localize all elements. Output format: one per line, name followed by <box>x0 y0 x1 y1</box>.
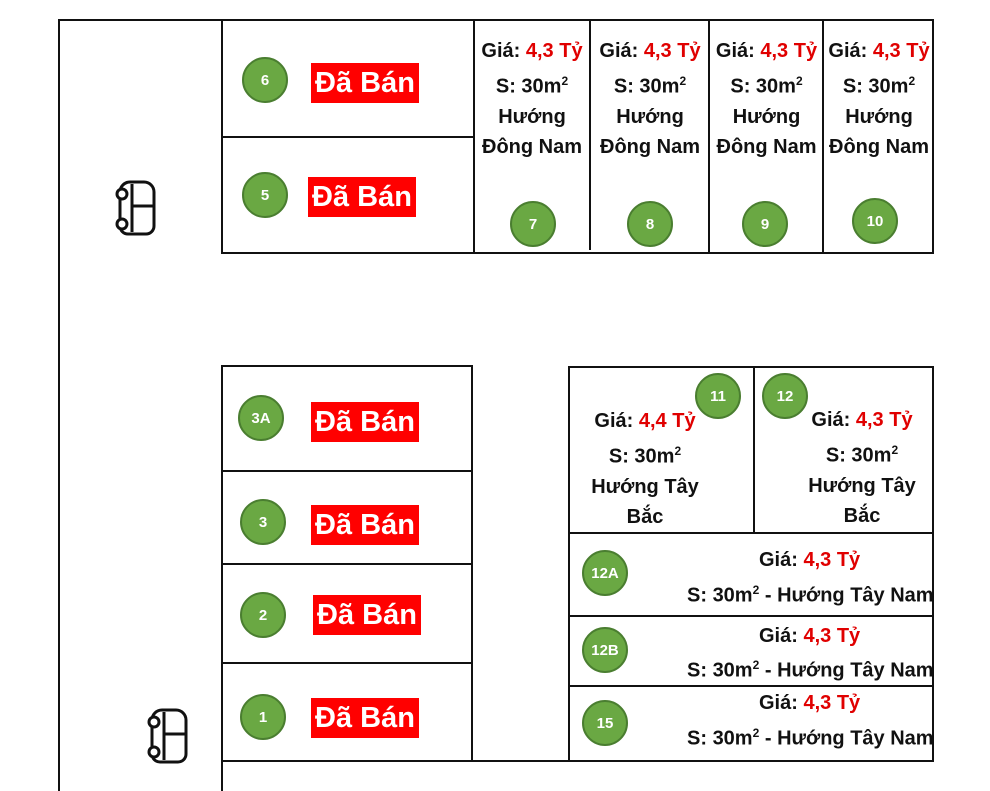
lot-info: Giá: 4,3 Tỷ S: 30m2 Hướng Đông Nam <box>474 36 590 162</box>
lot-number-badge: 12B <box>582 627 628 673</box>
area-value: 30m <box>639 75 680 98</box>
price-prefix: Giá: <box>759 625 798 647</box>
sold-label: Đã Bán <box>311 402 419 442</box>
area-value: 30m <box>851 444 892 467</box>
price-value: 4,3 Tỷ <box>803 692 861 714</box>
sold-label: Đã Bán <box>311 63 419 103</box>
direction-line2: Đông Nam <box>482 135 582 158</box>
direction-line1: Hướng Tây <box>808 474 916 497</box>
direction: Hướng Tây Nam <box>777 727 934 750</box>
price-value: 4,4 Tỷ <box>638 410 696 432</box>
sold-label: Đã Bán <box>311 505 419 545</box>
direction: Hướng Tây Nam <box>777 659 934 682</box>
area-prefix: S: <box>825 444 846 467</box>
area-value: 30m <box>712 584 753 607</box>
direction-line1: Hướng Tây <box>591 475 699 498</box>
area-prefix: S: <box>608 445 629 468</box>
price-prefix: Giá: <box>811 409 851 431</box>
direction-line2: Đông Nam <box>600 135 700 158</box>
lot-number-badge: 1 <box>240 694 286 740</box>
price-prefix: Giá: <box>481 40 521 62</box>
area-prefix: S: <box>687 727 707 750</box>
price-prefix: Giá: <box>715 40 755 62</box>
area-value: 30m <box>712 727 753 750</box>
lot-info: Giá: 4,3 Tỷ S: 30m2 Hướng Đông Nam <box>710 36 823 162</box>
lot-info: Giá: 4,4 Tỷ S: 30m2 Hướng Tây Bắc <box>570 406 720 532</box>
area-value: 30m <box>634 445 675 468</box>
car-icon-upper <box>115 180 156 236</box>
price-prefix: Giá: <box>828 40 868 62</box>
sold-label: Đã Bán <box>311 698 419 738</box>
lot-number-badge: 8 <box>627 201 673 247</box>
price-value: 4,3 Tỷ <box>525 40 583 62</box>
lot-number-badge: 11 <box>695 373 741 419</box>
direction-line1: Hướng <box>845 105 913 128</box>
price-line: Giá: 4,3 Tỷ <box>759 621 860 651</box>
direction-line2: Đông Nam <box>829 135 929 158</box>
area-prefix: S: <box>687 659 707 682</box>
lot-number-badge: 12A <box>582 550 628 596</box>
lot-number-badge: 3A <box>238 395 284 441</box>
lot-number-badge: 10 <box>852 198 898 244</box>
lot-number-badge: 12 <box>762 373 808 419</box>
area-prefix: S: <box>730 75 751 98</box>
lot-number-badge: 9 <box>742 201 788 247</box>
lot-number-badge: 3 <box>240 499 286 545</box>
sold-label: Đã Bán <box>308 177 416 217</box>
area-value: 30m <box>755 75 796 98</box>
area-value: 30m <box>521 75 562 98</box>
price-prefix: Giá: <box>594 410 634 432</box>
area-direction-line: S: 30m2 - Hướng Tây Nam <box>687 583 934 607</box>
direction-line2: Bắc <box>626 505 664 528</box>
direction-line2: Đông Nam <box>716 135 817 158</box>
lot-number-badge: 7 <box>510 201 556 247</box>
area-prefix: S: <box>613 75 634 98</box>
area-prefix: S: <box>495 75 516 98</box>
price-prefix: Giá: <box>759 549 798 571</box>
price-value: 4,3 Tỷ <box>855 409 913 431</box>
direction: Hướng Tây Nam <box>777 584 934 607</box>
price-value: 4,3 Tỷ <box>803 625 861 647</box>
area-prefix: S: <box>842 75 863 98</box>
lot-info: Giá: 4,3 Tỷ S: 30m2 Hướng Đông Nam <box>591 36 709 162</box>
direction-line1: Hướng <box>498 105 566 128</box>
price-line: Giá: 4,3 Tỷ <box>759 545 860 575</box>
price-value: 4,3 Tỷ <box>872 40 930 62</box>
lot-info: Giá: 4,3 Tỷ S: 30m2 Hướng Tây Bắc <box>790 405 934 531</box>
price-value: 4,3 Tỷ <box>760 40 818 62</box>
direction-line1: Hướng <box>732 105 801 128</box>
lot-number-badge: 15 <box>582 700 628 746</box>
price-line: Giá: 4,3 Tỷ <box>759 688 860 718</box>
lot-info: Giá: 4,3 Tỷ S: 30m2 Hướng Đông Nam <box>824 36 934 162</box>
area-prefix: S: <box>687 584 707 607</box>
area-value: 30m <box>712 659 753 682</box>
direction-line1: Hướng <box>616 105 684 128</box>
lot-number-badge: 2 <box>240 592 286 638</box>
sold-label: Đã Bán <box>313 595 421 635</box>
direction-line2: Bắc <box>843 504 881 527</box>
price-value: 4,3 Tỷ <box>803 549 861 571</box>
area-direction-line: S: 30m2 - Hướng Tây Nam <box>687 726 934 750</box>
price-value: 4,3 Tỷ <box>643 40 701 62</box>
car-icon-lower <box>147 708 188 764</box>
price-prefix: Giá: <box>599 40 639 62</box>
lot-number-badge: 5 <box>242 172 288 218</box>
lot-number-badge: 6 <box>242 57 288 103</box>
area-value: 30m <box>868 75 909 98</box>
price-prefix: Giá: <box>759 692 798 714</box>
area-direction-line: S: 30m2 - Hướng Tây Nam <box>687 658 934 682</box>
